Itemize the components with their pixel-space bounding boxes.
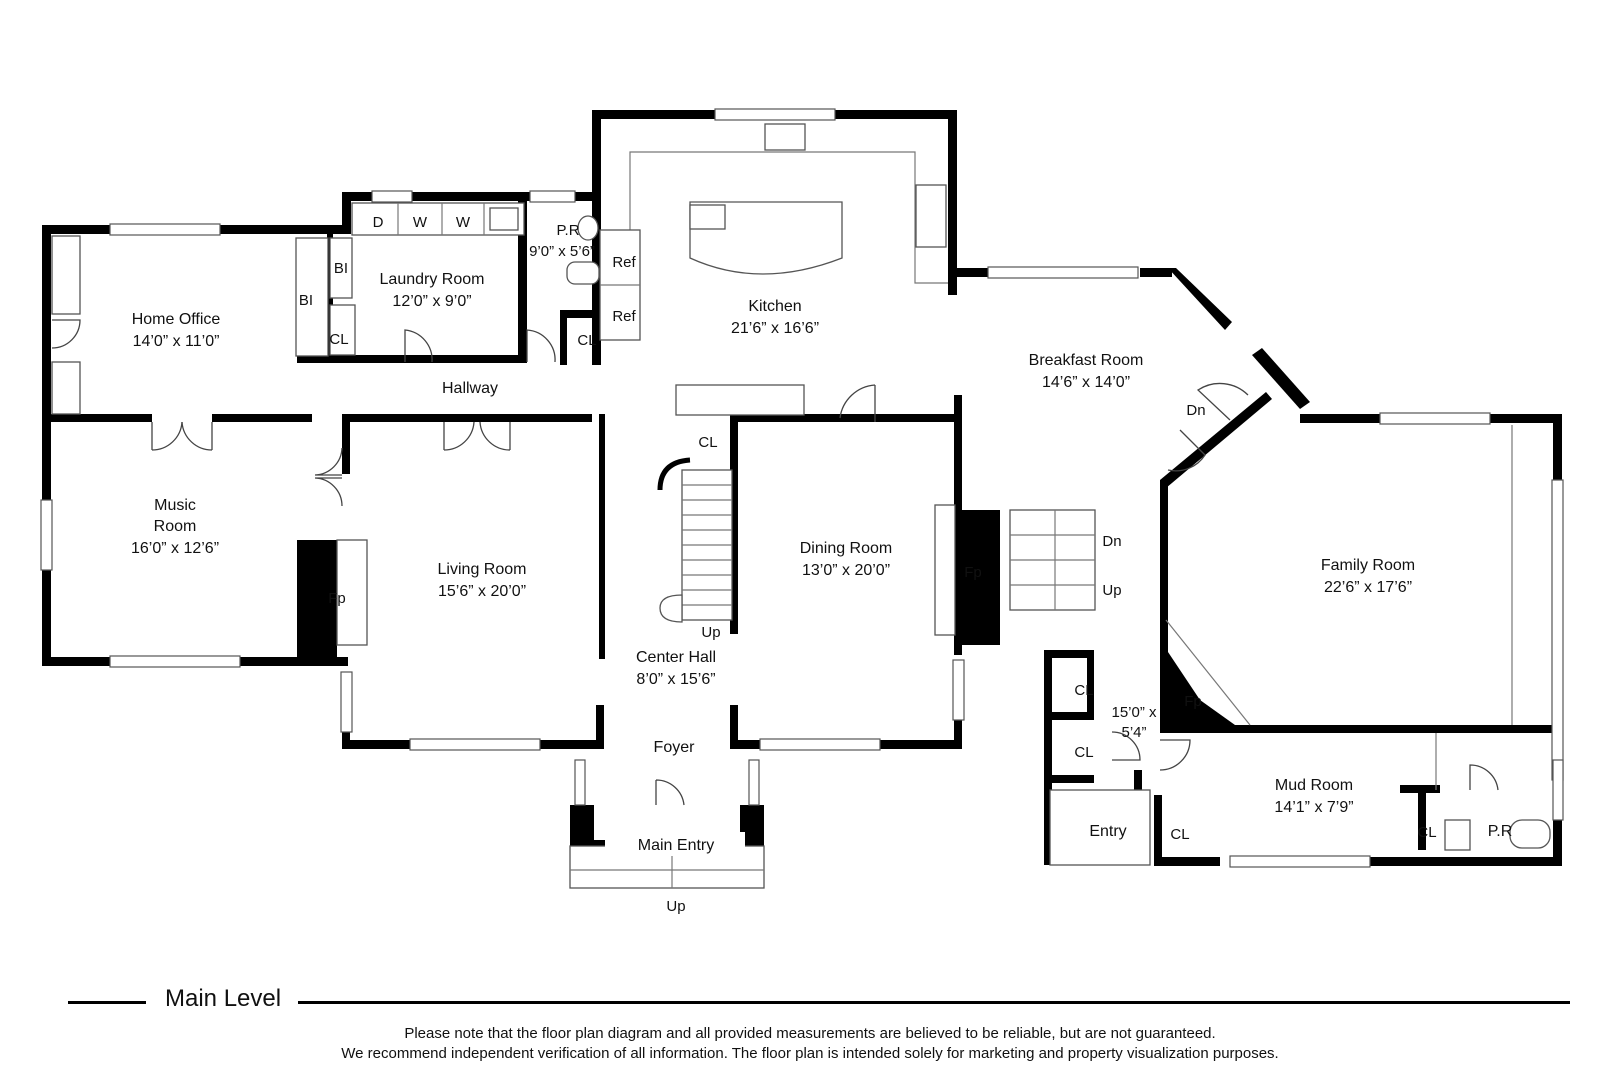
up-label-front-steps: Up	[666, 898, 685, 915]
closet-label-side-2: CL	[1074, 744, 1093, 761]
interior-lines	[51, 123, 1551, 889]
closet-label-side-1: CL	[1074, 682, 1093, 699]
music-name-line2: Room	[154, 518, 197, 535]
fireplace-label-music: Fp	[328, 590, 346, 607]
mud-name: Mud Room	[1275, 777, 1353, 794]
dryer-label: D	[373, 214, 384, 231]
fireplace-label-family: Fp	[1184, 693, 1202, 710]
side-hall-dims-line1: 15’0” x	[1111, 704, 1157, 721]
closet-label-hall: CL	[698, 434, 717, 451]
washer-label-1: W	[413, 214, 428, 231]
washer-label-2: W	[456, 214, 471, 231]
home-office-name: Home Office	[132, 311, 221, 328]
laundry-dims: 12’0” x 9’0”	[392, 293, 471, 310]
center-hall-name: Center Hall	[636, 649, 716, 666]
closet-label-mud-1: CL	[1170, 826, 1189, 843]
dining-name: Dining Room	[800, 540, 892, 557]
side-hall-dims-line2: 5’4”	[1121, 724, 1146, 741]
disclaimer-line-1: Please note that the floor plan diagram …	[404, 1025, 1216, 1042]
down-label-breakfast: Dn	[1186, 402, 1205, 419]
breakfast-name: Breakfast Room	[1029, 352, 1144, 369]
mud-dims: 14’1” x 7’9”	[1274, 799, 1353, 816]
ref-label-2: Ref	[612, 308, 636, 325]
main-entry-name: Main Entry	[638, 837, 714, 854]
music-dims: 16’0” x 12’6”	[131, 540, 219, 557]
exterior-walls	[42, 110, 1562, 866]
powder-room-1-name: P.R	[556, 222, 579, 239]
up-label-rear-stairs: Up	[1102, 582, 1121, 599]
family-dims: 22’6” x 17’6”	[1324, 579, 1412, 596]
hallway-name: Hallway	[442, 380, 498, 397]
dining-dims: 13’0” x 20’0”	[802, 562, 890, 579]
doors	[51, 319, 1499, 806]
kitchen-dims: 21’6” x 16’6”	[731, 320, 819, 337]
up-label-stairs: Up	[701, 624, 720, 641]
level-title: Main Level	[165, 985, 282, 1012]
ref-label-1: Ref	[612, 254, 636, 271]
living-dims: 15’6” x 20’0”	[438, 583, 526, 600]
down-label-rear-stairs: Dn	[1102, 533, 1121, 550]
fixture-labels: D W W BI BI CL CL Ref Ref CL Up Fp Fp Dn…	[299, 214, 1437, 915]
music-name-line1: Music	[154, 497, 196, 514]
entry-name: Entry	[1089, 823, 1126, 840]
living-name: Living Room	[438, 561, 527, 578]
stair-treads	[682, 484, 732, 606]
level-rule-left	[68, 1001, 146, 1004]
level-rule-right	[298, 1001, 1570, 1004]
closet-label-kitchen: CL	[577, 332, 596, 349]
main-entry-label-bg	[605, 832, 745, 856]
powder-room-1-dims: 9’0” x 5’6”	[529, 243, 595, 260]
home-office-dims: 14’0” x 11’0”	[133, 333, 220, 350]
laundry-name: Laundry Room	[380, 271, 485, 288]
fireplace-label-dining: Fp	[964, 564, 982, 581]
room-labels: Home Office 14’0” x 11’0” Laundry Room 1…	[131, 222, 1512, 856]
disclaimer-line-2: We recommend independent verification of…	[341, 1045, 1279, 1062]
center-hall-dims: 8’0” x 15’6”	[636, 671, 715, 688]
built-in-label-1: BI	[334, 260, 348, 277]
foyer-name: Foyer	[654, 739, 696, 756]
built-in-label-2: BI	[299, 292, 313, 309]
kitchen-name: Kitchen	[748, 298, 801, 315]
breakfast-dims: 14’6” x 14’0”	[1042, 374, 1130, 391]
family-name: Family Room	[1321, 557, 1415, 574]
closet-label-mud-2: CL	[1417, 824, 1436, 841]
closet-label-laundry: CL	[329, 331, 348, 348]
windows	[40, 108, 1564, 868]
powder-room-2-name: P.R	[1488, 823, 1513, 840]
